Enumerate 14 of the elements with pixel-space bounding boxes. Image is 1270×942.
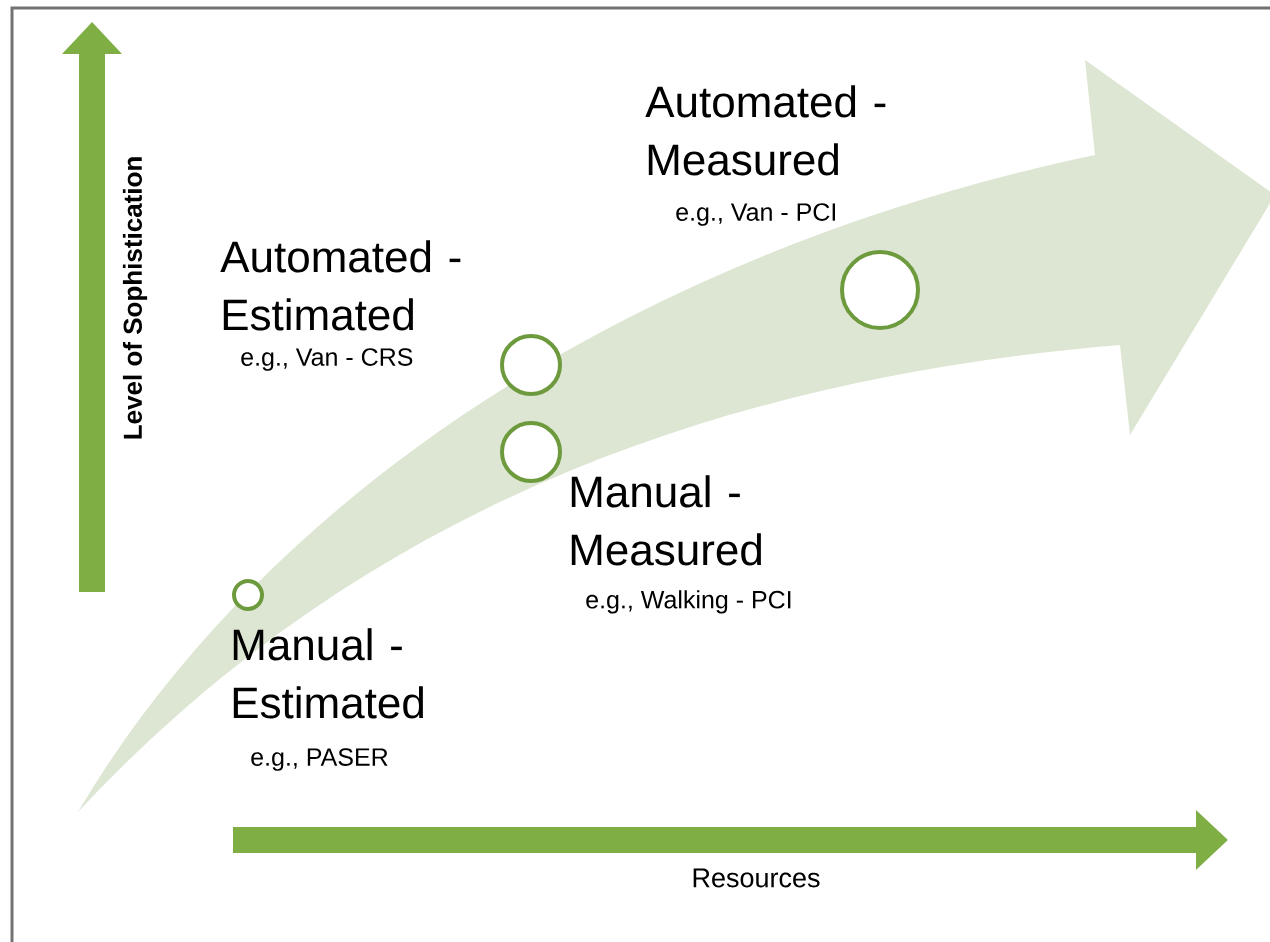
- circle-marker: [500, 334, 562, 396]
- stage-heading: Manual - Measured: [571, 475, 761, 566]
- axis-label: Resources: [693, 868, 820, 888]
- stage-heading: Automated - Estimated: [220, 240, 461, 331]
- circle-marker: [840, 250, 920, 330]
- circle-marker: [232, 579, 264, 611]
- stage-heading: Manual - Estimated: [233, 628, 423, 719]
- example-text: e.g., Van - PCI: [676, 203, 835, 226]
- example-text: e.g., PASER: [251, 748, 388, 771]
- example-text: e.g., Walking - PCI: [586, 590, 791, 614]
- example-text: e.g., Van - CRS: [241, 348, 413, 371]
- stage-heading: Automated - Measured: [645, 85, 886, 176]
- axis-label: Level of Sophistication: [122, 157, 148, 439]
- circle-marker: [500, 421, 562, 483]
